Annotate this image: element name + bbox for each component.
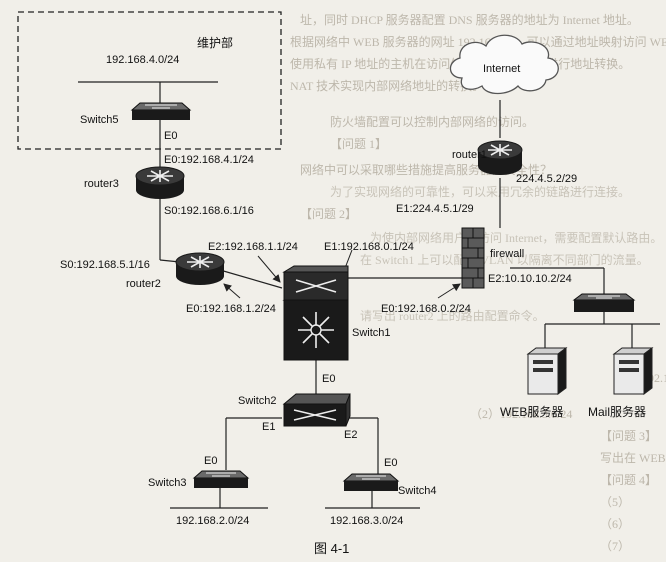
bg-text-line: 为使内部网络用户能访问 Internet，需要配置默认路由。 <box>370 230 662 245</box>
bg-text-line: 【问题 3】 <box>600 429 657 443</box>
bg-text-line: 防火墙配置可以控制内部网络的访问。 <box>330 114 534 129</box>
bg-text-line: （7） <box>600 539 630 553</box>
switch2-icon <box>282 393 351 427</box>
bg-text-line: 为了实现网络的可靠性，可以采用冗余的链路进行连接。 <box>330 184 630 199</box>
switch4-icon <box>342 473 400 491</box>
bg-text-line: （2）192.168.3.0/24 <box>470 407 572 421</box>
bg-text-line: （5） <box>600 495 630 509</box>
firewall-label: firewall <box>490 248 524 260</box>
switch1-label: Switch1 <box>352 327 391 339</box>
firewall-icon <box>461 227 485 289</box>
bg-text-line: 【问题 2】 <box>300 207 357 221</box>
bg-text-line: 【问题 4】 <box>600 473 657 487</box>
router3-label: router3 <box>84 178 119 190</box>
switch2-label: Switch2 <box>238 395 277 407</box>
router2-s0-label: S0:192.168.5.1/16 <box>60 259 150 271</box>
router1-icon <box>477 140 523 175</box>
dmz-switch-icon <box>572 293 636 312</box>
background-text-layer: 址，同时 DHCP 服务器配置 DNS 服务器的地址为 Internet 地址。… <box>290 12 666 553</box>
switch5-e0-label: E0 <box>164 130 177 142</box>
router2-label: router2 <box>126 278 161 290</box>
lan-192-168-2-label: 192.168.2.0/24 <box>176 515 249 527</box>
switch5-icon <box>130 102 192 120</box>
lan-192-168-4-label: 192.168.4.0/24 <box>106 54 179 66</box>
pointer-arrow-router2-e0 <box>223 283 241 299</box>
department-label: 维护部 <box>197 35 233 50</box>
bg-text-line: 【问题 1】 <box>330 137 387 151</box>
switch3-icon <box>192 470 250 488</box>
switch2-e2-label: E2 <box>344 429 357 441</box>
pointer-arrow-e2 <box>257 255 281 283</box>
router1-address-label: 224.4.5.2/29 <box>516 173 577 185</box>
web-server-label: WEB服务器 <box>500 404 563 419</box>
router3-s0-label: S0:192.168.6.1/16 <box>164 205 254 217</box>
lan-192-168-3-label: 192.168.3.0/24 <box>330 515 403 527</box>
mail-server-label: Mail服务器 <box>588 404 646 419</box>
router2-icon <box>175 252 225 285</box>
bg-text-line: （6） <box>600 517 630 531</box>
switch1-icon <box>282 265 349 361</box>
internet-cloud-icon <box>449 34 559 95</box>
router2-e0-label: E0:192.168.1.2/24 <box>186 303 276 315</box>
bg-text-line: NAT 技术实现内部网络地址的转换。 <box>290 78 484 93</box>
switch3-e0-label: E0 <box>204 455 217 467</box>
switch4-e0-label: E0 <box>384 457 397 469</box>
mail-server-icon <box>612 347 654 395</box>
firewall-e1-label: E1:224.4.5.1/29 <box>396 203 474 215</box>
firewall-e2-label: E2:10.10.10.2/24 <box>488 273 572 285</box>
maintenance-dept-boundary <box>17 11 282 150</box>
internet-label: Internet <box>483 63 520 75</box>
bg-text-line: 根据网络中 WEB 服务器的网址 192.168.1.3，可以通过地址映射访问 … <box>290 34 666 49</box>
switch1-e1-label: E1:192.168.0.1/24 <box>324 241 414 253</box>
switch2-e1-label: E1 <box>262 421 275 433</box>
bg-text-line: 址，同时 DHCP 服务器配置 DNS 服务器的地址为 Internet 地址。 <box>300 12 639 27</box>
switch1-e0-label: E0 <box>322 373 335 385</box>
router1-label: router1 <box>452 149 487 161</box>
link-router2-switch1 <box>219 269 283 289</box>
router2-e2-label: E2:192.168.1.1/24 <box>208 241 298 253</box>
bg-text-line: 在 Switch1 上可以配置 VLAN 以隔离不同部门的流量。 <box>360 252 649 267</box>
links <box>78 81 660 509</box>
router3-icon <box>135 166 185 199</box>
switch5-label: Switch5 <box>80 114 119 126</box>
switch3-label: Switch3 <box>148 477 187 489</box>
pointer-arrow-firewall-e0 <box>437 283 461 299</box>
bg-text-line: 请写出 router2 上的路由配置命令。 <box>360 308 545 323</box>
switch4-label: Switch4 <box>398 485 437 497</box>
bg-text-line: 写出在 WEB 服务器上需要开放的端口。 <box>600 450 666 465</box>
web-server-icon <box>526 347 568 395</box>
figure-caption: 图 4-1 <box>314 541 349 556</box>
firewall-e0-label: E0:192.168.0.2/24 <box>381 303 471 315</box>
router3-e0-label: E0:192.168.4.1/24 <box>164 154 254 166</box>
